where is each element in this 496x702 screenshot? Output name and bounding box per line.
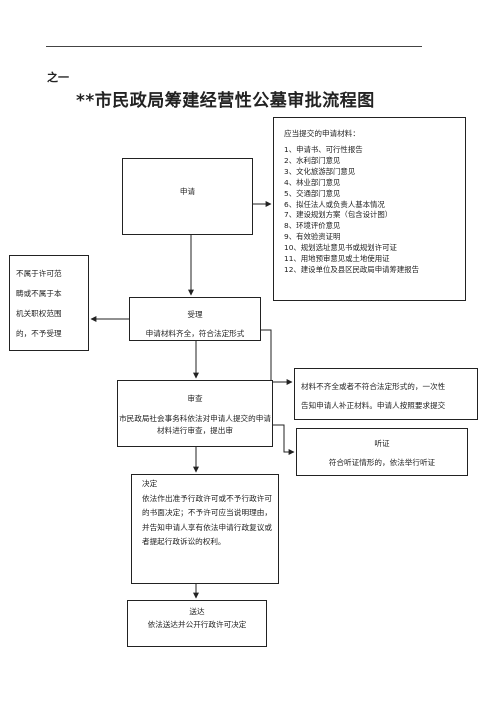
materials-item: 3、文化旅游部门意见 xyxy=(284,166,356,176)
materials-heading: 应当提交的申请材料： xyxy=(284,129,360,138)
review-sub: 市民政局社会事务科依法对申请人提交的申请材料进行审查，提出审 xyxy=(119,414,271,435)
materials-item: 4、林业部门意见 xyxy=(284,177,341,187)
review-box: 审查 市民政局社会事务科依法对申请人提交的申请材料进行审查，提出审 xyxy=(117,380,273,447)
decision-box: 决定 依法作出准予行政许可或不予行政许可的书面决定；不予许可应当说明理由，并告知… xyxy=(131,474,279,584)
hearing-box: 听证 符合听证情形的，依法举行听证 xyxy=(296,428,468,476)
not-in-scope-box: 不属于许可范 畴或不属于本 机关职权范围 的，不予受理 xyxy=(9,255,89,351)
materials-item: 9、有效验资证明 xyxy=(284,232,341,242)
arrow-review-to-hearing xyxy=(273,424,295,455)
materials-item: 7、建设规划方案（包含设计图） xyxy=(284,210,393,220)
incomplete-line: 材料不齐全或者不符合法定形式的，一次性 xyxy=(301,382,446,391)
accept-label: 受理 xyxy=(187,310,203,319)
delivery-box: 送达 依法送达并公开行政许可决定 xyxy=(127,600,267,647)
not-in-scope-line: 畴或不属于本 xyxy=(16,289,62,298)
incomplete-line: 告知申请人补正材料。申请人按照要求提交 xyxy=(301,401,446,410)
materials-item: 1、申请书、可行性报告 xyxy=(284,145,363,154)
materials-item: 12、建设单位及县区民政局申请筹建报告 xyxy=(284,264,420,274)
header-rule xyxy=(46,46,422,47)
not-in-scope-line: 的，不予受理 xyxy=(16,329,62,338)
decision-text: 依法作出准予行政许可或不予行政许可的书面决定；不予许可应当说明理由，并告知申请人… xyxy=(142,493,272,547)
materials-item: 6、拟任法人或负责人基本情况 xyxy=(284,199,385,209)
not-in-scope-line: 不属于许可范 xyxy=(16,269,62,278)
decision-label: 决定 xyxy=(142,479,158,488)
materials-item: 11、用地预审意见或土地使用证 xyxy=(284,254,390,264)
materials-item: 8、环境评价意见 xyxy=(284,221,341,231)
arrow-accept-to-incomplete xyxy=(261,329,293,385)
materials-item: 5、交通部门意见 xyxy=(284,188,341,198)
section-label: 之一 xyxy=(47,71,69,84)
delivery-label: 送达 xyxy=(189,607,205,616)
delivery-sub: 依法送达并公开行政许可决定 xyxy=(147,619,247,629)
not-in-scope-line: 机关职权范围 xyxy=(16,309,62,318)
accept-box: 受理 申请材料齐全，符合法定形式 xyxy=(129,297,261,341)
page-title: **市民政局筹建经营性公墓审批流程图 xyxy=(76,91,375,111)
review-label: 审查 xyxy=(187,394,203,403)
accept-sub: 申请材料齐全，符合法定形式 xyxy=(145,329,245,338)
hearing-label: 听证 xyxy=(374,439,390,448)
apply-label: 申请 xyxy=(179,187,196,196)
apply-box: 申请 xyxy=(122,158,253,235)
incomplete-materials-box: 材料不齐全或者不符合法定形式的，一次性 告知申请人补正材料。申请人按照要求提交 xyxy=(294,368,478,420)
materials-item: 10、规划选址意见书或规划许可证 xyxy=(284,243,397,253)
materials-item: 2、水利部门意见 xyxy=(284,155,341,165)
hearing-sub: 符合听证情形的，依法举行听证 xyxy=(328,458,436,467)
materials-box: 应当提交的申请材料： 1、申请书、可行性报告 2、水利部门意见 3、文化旅游部门… xyxy=(273,117,466,301)
